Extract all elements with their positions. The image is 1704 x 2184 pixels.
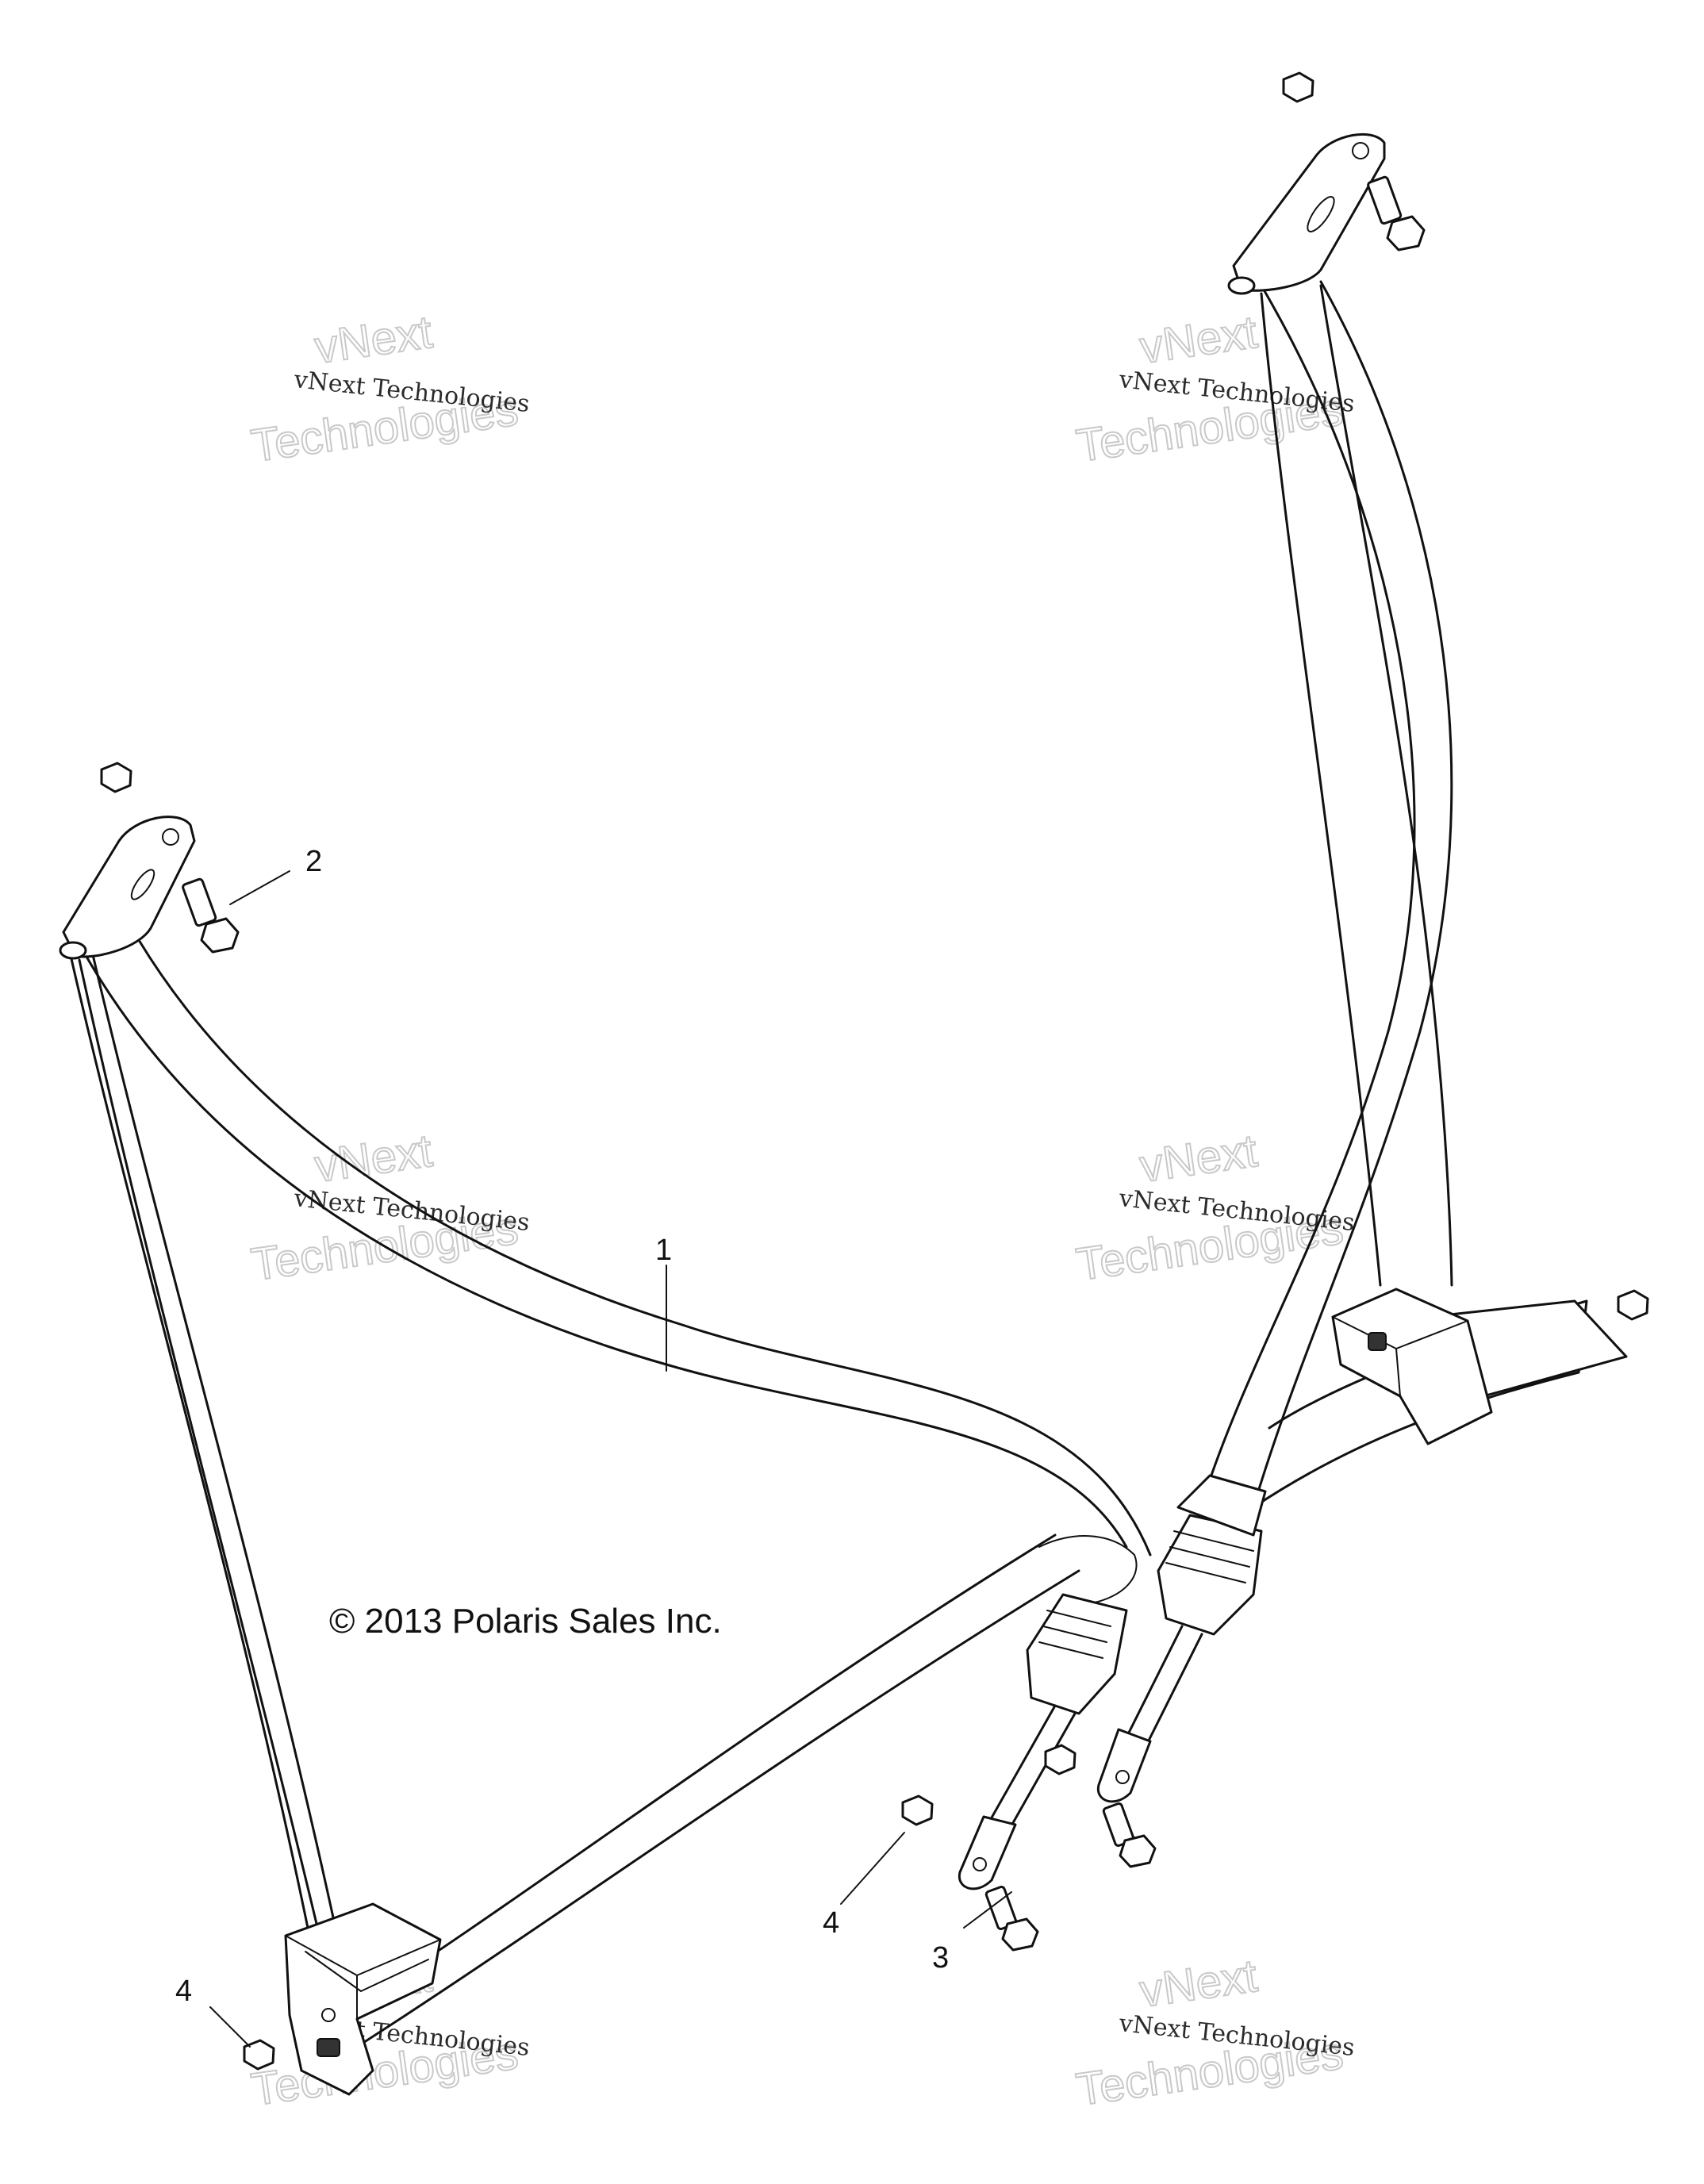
callout-1: 1 — [655, 1234, 672, 1267]
svg-text:vNext: vNext — [1137, 1950, 1261, 2017]
right-shoulder-strap-inner — [1204, 284, 1416, 1493]
watermark-mid-right: vNext Technologies vNext Technologies — [1073, 1124, 1356, 1292]
callout-2: 2 — [305, 845, 322, 878]
left-lap-strap-upper — [78, 942, 1128, 1549]
nut-top-left — [100, 762, 132, 793]
watermark-mid-left: vNext Technologies vNext Technologies — [248, 1124, 531, 1292]
left-buckle-stalk — [986, 1704, 1077, 1834]
nut-right-retractor — [1617, 1289, 1649, 1321]
right-lap-strap — [1252, 1299, 1588, 1509]
nut-top-right — [1282, 71, 1314, 103]
bolt-left-anchor — [182, 877, 240, 954]
right-seat-belt-assembly — [1096, 132, 1628, 1803]
svg-text:vNext: vNext — [312, 306, 436, 374]
right-shoulder-strap-outer — [1260, 284, 1453, 1287]
hardware — [100, 71, 1649, 2071]
nut-center-right — [1044, 1744, 1077, 1775]
watermark-top-left: vNext Technologies vNext Technologies — [248, 305, 531, 473]
nut-center-left — [901, 1794, 934, 1826]
nut-bottom-left — [243, 2039, 275, 2071]
copyright-text: © 2013 Polaris Sales Inc. — [329, 1602, 722, 1641]
svg-text:vNext: vNext — [1137, 306, 1261, 374]
left-anchor-plate — [62, 816, 196, 958]
callout-leaders — [209, 870, 1012, 2048]
bolt-left-buckle — [984, 1886, 1039, 1952]
watermark-bottom-right: vNext Technologies vNext Technologies — [1073, 1949, 1356, 2117]
left-shoulder-strap — [68, 946, 339, 1945]
bolt-right-buckle — [1102, 1802, 1157, 1868]
bolt-right-anchor — [1367, 175, 1426, 251]
svg-text:vNext: vNext — [1137, 1125, 1261, 1192]
left-seat-belt-assembly — [59, 816, 1152, 2096]
right-anchor-plate — [1232, 132, 1386, 292]
left-lap-strap-lower — [355, 1569, 1080, 2048]
callout-3: 3 — [932, 1941, 949, 1975]
svg-text:vNext: vNext — [312, 1125, 436, 1192]
right-buckle-stalk — [1125, 1625, 1203, 1747]
callout-4-bottom-left: 4 — [175, 1975, 192, 2008]
right-buckle — [1157, 1514, 1263, 1636]
watermark-top-right: vNext Technologies vNext Technologies — [1073, 305, 1356, 473]
left-buckle — [1026, 1593, 1128, 1715]
callout-4-center: 4 — [823, 1906, 839, 1940]
